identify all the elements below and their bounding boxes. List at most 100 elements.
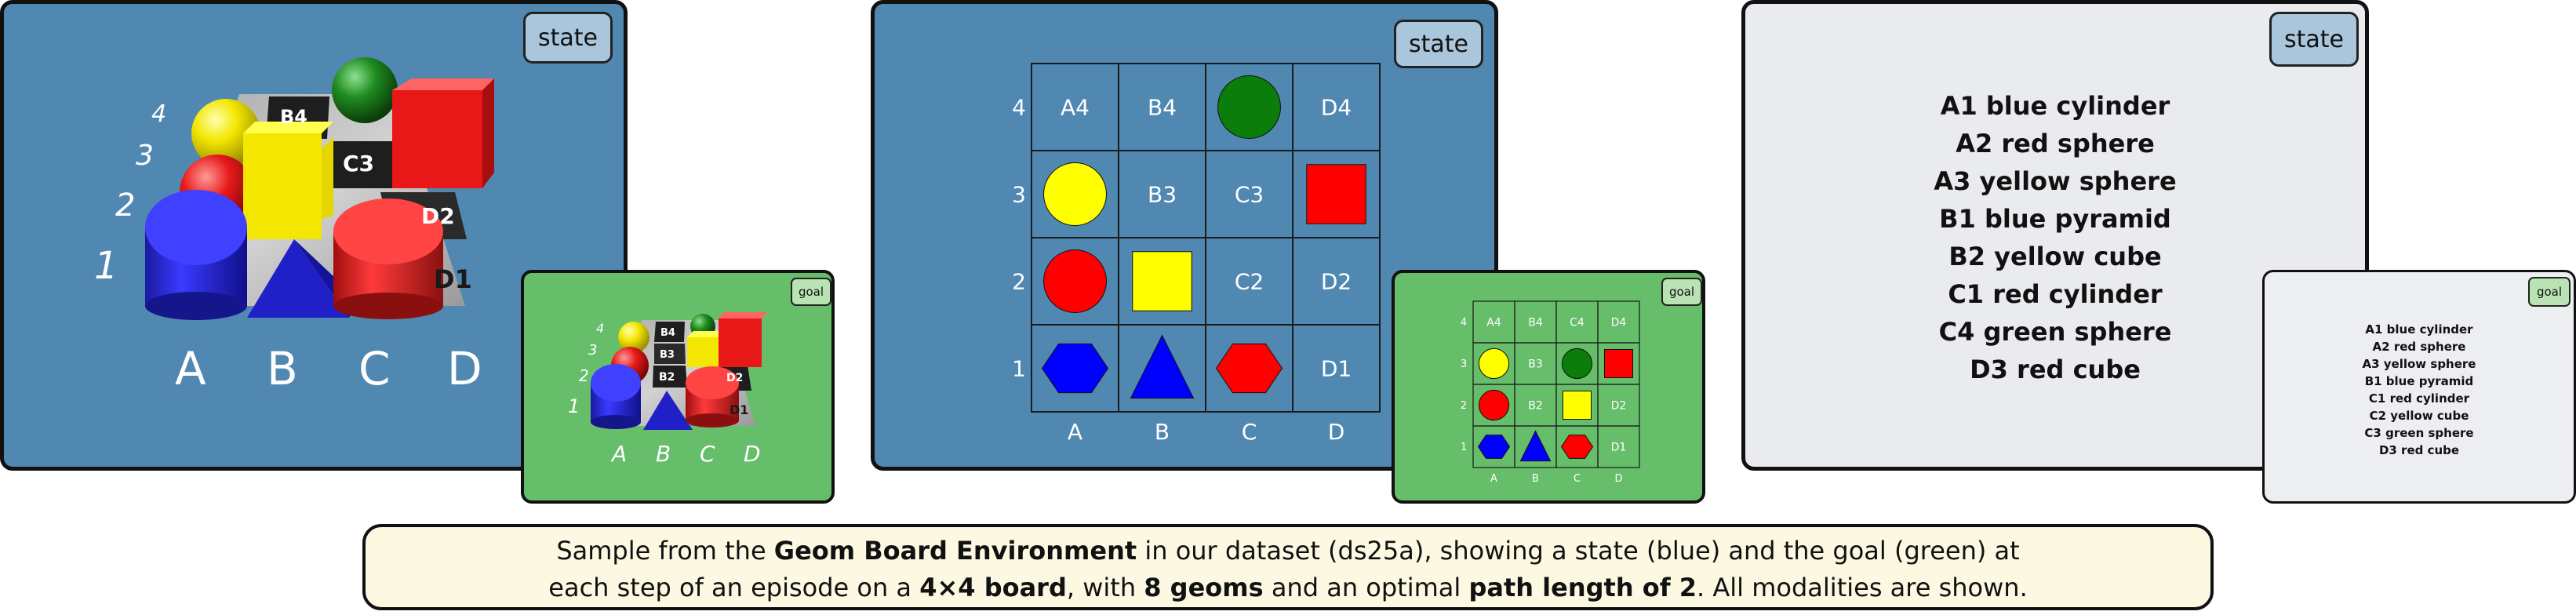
render-col-label: C [358,342,391,395]
cell-label: A4 [1061,95,1090,121]
row-label: 1 [1012,356,1026,382]
render-tile-label: D2 [421,203,455,229]
text-goal-panel: A1 blue cylinder A2 red sphere A3 yellow… [2262,270,2576,504]
cell-label: B4 [1528,317,1543,329]
grid-cell [1292,324,1381,413]
state-badge: state [2269,12,2359,67]
hexagon-geom [1560,435,1594,459]
render-state-scene: 4 3 2 1 B4 C3 D2 D1 A B C D [94,57,494,395]
square-geom [1306,164,1366,224]
circle-geom [1561,348,1593,380]
render-col-label: D [447,342,482,395]
goal-badge: goal [2528,277,2571,307]
grid-cell [1597,425,1640,468]
cell-label: B4 [1148,95,1177,121]
render-goal-panel: 4 3 2 1 B4 B3 B2 D2 D1 A B C D goal [521,270,835,504]
col-label: C [1242,419,1257,445]
goal-text-item: C3 green sphere [2364,426,2474,440]
circle-geom [1217,75,1281,139]
state-text-item: D3 red cube [1970,355,2141,384]
render-row-label: 4 [151,100,166,128]
caption-bold: 8 geoms [1144,573,1264,602]
cell-label: D4 [1611,317,1627,329]
cell-label: D2 [1321,269,1352,295]
state-badge: state [523,12,613,64]
square-geom [1603,348,1634,379]
caption-line-1: Sample from the Geom Board Environment i… [366,533,2210,570]
cell-label: D1 [1321,356,1352,382]
render-row-label: 4 [596,321,604,336]
goal-text-item: C1 red cylinder [2368,391,2470,406]
render-tile-label: B2 [659,371,675,384]
circle-geom [1043,249,1107,313]
col-label: D [1328,419,1345,445]
row-label: 1 [1461,442,1467,453]
goal-text-item: C2 yellow cube [2369,409,2469,423]
state-text-list: A1 blue cylinder A2 red sphere A3 yellow… [1745,87,2365,388]
render-col-label: B [656,441,671,467]
goal-badge: goal [791,278,831,306]
cell-label: B3 [1528,358,1543,371]
col-label: C [1574,473,1581,485]
cell-label: A4 [1486,317,1501,329]
square-geom [1562,390,1592,420]
hexagon-geom [1041,343,1109,394]
row-label: 3 [1461,358,1467,370]
cell-label: B2 [1528,400,1543,413]
state-text-item: B1 blue pyramid [1939,204,2171,234]
row-label: 2 [1461,400,1467,412]
state-badge: state [1394,20,1483,68]
render-tile-label: B4 [660,327,675,339]
state-text-item: A3 yellow sphere [1934,166,2177,196]
caption-text: Sample from the [556,536,774,566]
row-label: 4 [1012,95,1026,121]
caption-bold: Geom Board Environment [773,536,1137,566]
row-label: 3 [1012,182,1026,208]
col-label: A [1068,419,1082,445]
state-text-item: A2 red sphere [1956,129,2155,158]
caption-text: . All modalities are shown. [1697,573,2028,602]
cell-label: C2 [1235,269,1264,295]
caption-text: and an optimal [1263,573,1469,602]
render-goal-scene: 4 3 2 1 B4 B3 B2 D2 D1 A B C D [568,312,767,467]
render-row-label: 1 [568,395,580,417]
render-col-label: B [267,342,298,395]
caption-bold: 4×4 board [919,573,1067,602]
render-tile-label: C3 [343,151,374,176]
state-text-item: C4 green sphere [1938,317,2172,347]
caption-text: in our dataset (ds25a), showing a state … [1137,536,2020,566]
render-row-label: 2 [115,187,135,224]
goal-badge: goal [1661,278,1702,306]
cell-label: C3 [1235,182,1264,208]
render-state-panel: 4 3 2 1 B4 C3 D2 D1 A B C D state [0,0,628,471]
render-row-label: 3 [588,342,597,358]
render-tile-label: D1 [434,264,472,294]
render-row-label: 1 [94,244,118,288]
hexagon-geom [1215,343,1283,394]
cell-label: B3 [1148,182,1177,208]
circle-geom [1043,162,1107,226]
caption-text: each step of an episode on a [548,573,920,602]
cell-label: D4 [1321,95,1352,121]
state-text-item: B2 yellow cube [1948,242,2162,271]
goal-text-item: A2 red sphere [2372,340,2466,354]
row-label: 4 [1461,317,1467,329]
caption-line-2: each step of an episode on a 4×4 board, … [366,570,2210,606]
figure-caption: Sample from the Geom Board Environment i… [362,524,2214,610]
render-col-label: C [700,441,715,467]
cell-label: D2 [1611,400,1627,413]
square-geom [1132,251,1192,311]
col-label: B [1532,473,1539,485]
caption-bold: path length of 2 [1468,573,1697,602]
circle-geom [1478,348,1510,380]
render-col-label: A [610,441,627,467]
render-tile-label: D1 [730,402,748,417]
render-col-label: A [175,342,206,395]
goal-text-item: B1 blue pyramid [2364,374,2474,388]
goal-text-item: A1 blue cylinder [2365,322,2473,337]
cell-label: D1 [1611,442,1627,454]
col-label: B [1155,419,1170,445]
